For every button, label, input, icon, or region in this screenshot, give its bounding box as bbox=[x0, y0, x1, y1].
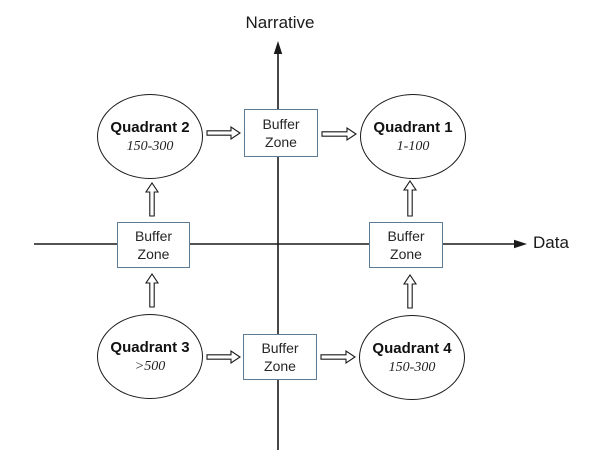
quadrant-2-ellipse: Quadrant 2 150-300 bbox=[97, 94, 203, 179]
vertical-axis-arrowhead-icon bbox=[273, 41, 283, 54]
buffer-zone-bottom: Buffer Zone bbox=[243, 334, 317, 380]
quadrant-2-range: 150-300 bbox=[126, 138, 174, 154]
arrow-q3-to-left-buffer-icon bbox=[144, 273, 160, 308]
quadrant-2-title: Quadrant 2 bbox=[110, 118, 190, 136]
quadrant-1-range: 1-100 bbox=[396, 138, 430, 154]
buffer-zone-top-label: Buffer Zone bbox=[262, 115, 300, 150]
arrow-q4-to-right-buffer-icon bbox=[402, 274, 418, 309]
vertical-axis-label: Narrative bbox=[245, 13, 315, 32]
quadrant-1-ellipse: Quadrant 1 1-100 bbox=[360, 94, 466, 179]
quadrant-4-ellipse: Quadrant 4 150-300 bbox=[359, 315, 465, 400]
horizontal-axis-arrowhead-icon bbox=[514, 239, 527, 249]
arrow-top-buffer-to-q1-icon bbox=[321, 126, 357, 142]
buffer-zone-bottom-label: Buffer Zone bbox=[261, 339, 299, 374]
quadrant-3-ellipse: Quadrant 3 >500 bbox=[97, 314, 203, 399]
buffer-zone-right-label: Buffer Zone bbox=[387, 227, 425, 262]
quadrant-4-title: Quadrant 4 bbox=[372, 339, 452, 357]
quadrant-4-range: 150-300 bbox=[388, 359, 436, 375]
arrow-left-buffer-to-q2-icon bbox=[144, 182, 160, 217]
arrow-q2-to-top-buffer-icon bbox=[206, 125, 241, 141]
buffer-zone-left: Buffer Zone bbox=[117, 222, 190, 268]
arrow-q3-to-bottom-buffer-icon bbox=[206, 349, 241, 365]
quadrant-3-title: Quadrant 3 bbox=[110, 338, 190, 356]
quadrant-1-title: Quadrant 1 bbox=[373, 118, 453, 136]
buffer-zone-top: Buffer Zone bbox=[244, 109, 318, 157]
buffer-zone-right: Buffer Zone bbox=[369, 222, 443, 268]
arrow-bottom-buffer-to-q4-icon bbox=[320, 349, 356, 365]
arrow-right-buffer-to-q1-icon bbox=[402, 180, 418, 217]
quadrant-3-range: >500 bbox=[134, 358, 166, 374]
buffer-zone-left-label: Buffer Zone bbox=[134, 227, 173, 262]
horizontal-axis-label: Data bbox=[533, 233, 569, 252]
